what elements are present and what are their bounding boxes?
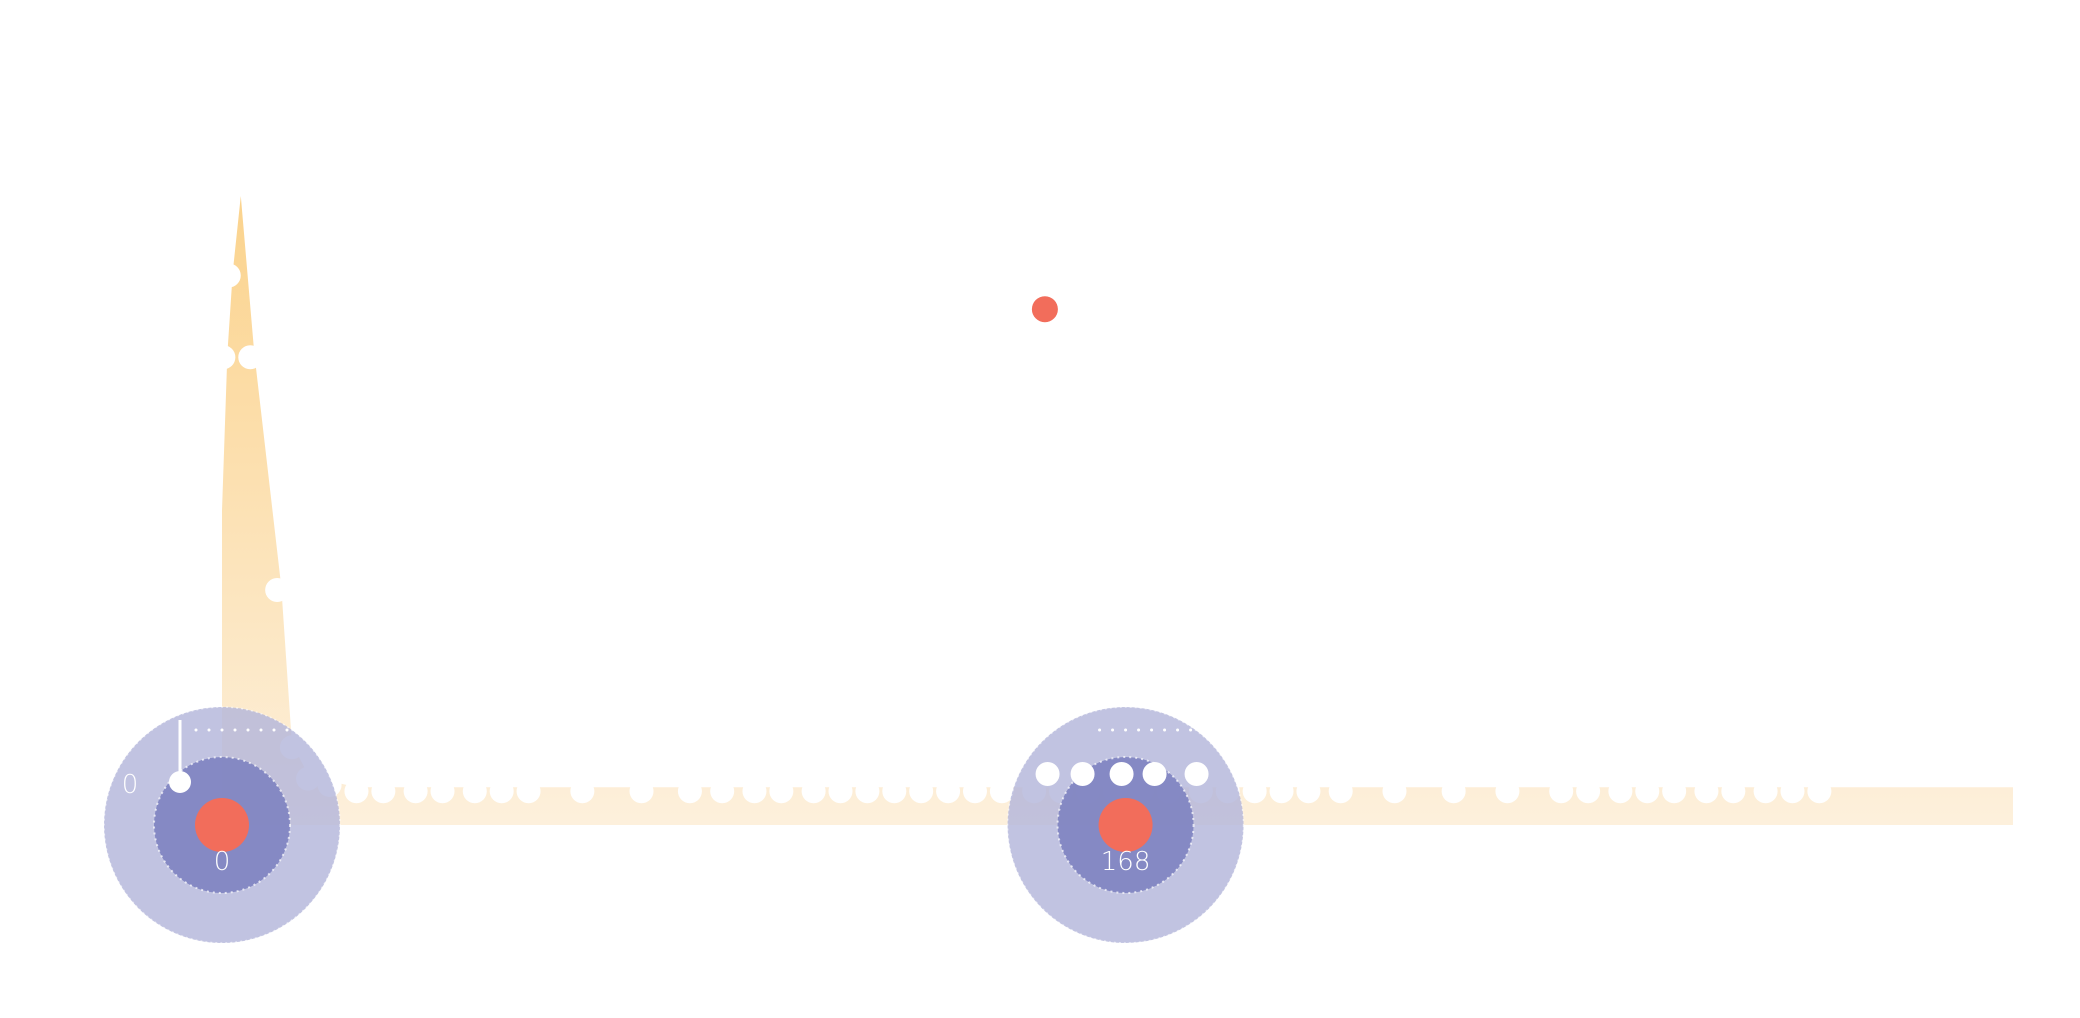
data-point[interactable] (462, 779, 487, 804)
data-point[interactable] (1328, 779, 1353, 804)
data-point[interactable] (828, 779, 853, 804)
data-point[interactable] (238, 345, 263, 370)
data-point[interactable] (489, 779, 514, 804)
data-point[interactable] (909, 779, 934, 804)
data-point[interactable] (430, 779, 455, 804)
cursor-side-label: 0 (122, 770, 139, 800)
data-point[interactable] (1635, 779, 1660, 804)
marker-layer (1031, 296, 1058, 323)
data-point[interactable] (1694, 779, 1719, 804)
data-point[interactable] (742, 779, 767, 804)
data-point[interactable] (710, 779, 735, 804)
data-point[interactable] (216, 263, 241, 288)
data-point[interactable] (1662, 779, 1687, 804)
cursor-value-label: 0 (214, 847, 231, 877)
cursor-start[interactable]: 00 (103, 706, 341, 944)
data-point[interactable] (1807, 779, 1832, 804)
data-point[interactable] (344, 779, 369, 804)
data-point[interactable] (265, 577, 290, 602)
data-point[interactable] (629, 779, 654, 804)
cursor-data-point[interactable] (1035, 762, 1060, 786)
data-point[interactable] (211, 345, 236, 370)
cursor-data-point[interactable] (1142, 762, 1167, 786)
data-point[interactable] (570, 779, 595, 804)
data-point[interactable] (769, 779, 794, 804)
cursor-drag-handle[interactable] (169, 771, 191, 793)
data-point[interactable] (1269, 779, 1294, 804)
data-point[interactable] (677, 779, 702, 804)
cursor-data-point[interactable] (1070, 762, 1095, 786)
scallop-layer (211, 263, 1832, 804)
data-point[interactable] (1721, 779, 1746, 804)
data-point[interactable] (936, 779, 961, 804)
data-point[interactable] (1608, 779, 1633, 804)
data-point[interactable] (1780, 779, 1805, 804)
data-point[interactable] (962, 779, 987, 804)
cursor-value-label: 168 (1101, 847, 1151, 877)
data-point[interactable] (1495, 779, 1520, 804)
data-point[interactable] (1296, 779, 1321, 804)
data-point[interactable] (1382, 779, 1407, 804)
data-point[interactable] (882, 779, 907, 804)
cursor-current[interactable]: 168 (1006, 706, 1245, 944)
cursor-center-dot[interactable] (195, 798, 249, 852)
data-point[interactable] (516, 779, 541, 804)
data-point[interactable] (1549, 779, 1574, 804)
data-point[interactable] (1576, 779, 1601, 804)
outlier-point[interactable] (1031, 296, 1058, 323)
data-point[interactable] (801, 779, 826, 804)
data-point[interactable] (403, 779, 428, 804)
data-point[interactable] (1753, 779, 1778, 804)
cursor-data-point[interactable] (1109, 762, 1134, 786)
data-point[interactable] (371, 779, 396, 804)
data-point[interactable] (855, 779, 880, 804)
data-point[interactable] (1242, 779, 1267, 804)
data-point[interactable] (1441, 779, 1466, 804)
data-point[interactable] (989, 779, 1014, 804)
cursor-center-dot[interactable] (1098, 798, 1153, 852)
cursor-data-point[interactable] (1184, 762, 1209, 786)
